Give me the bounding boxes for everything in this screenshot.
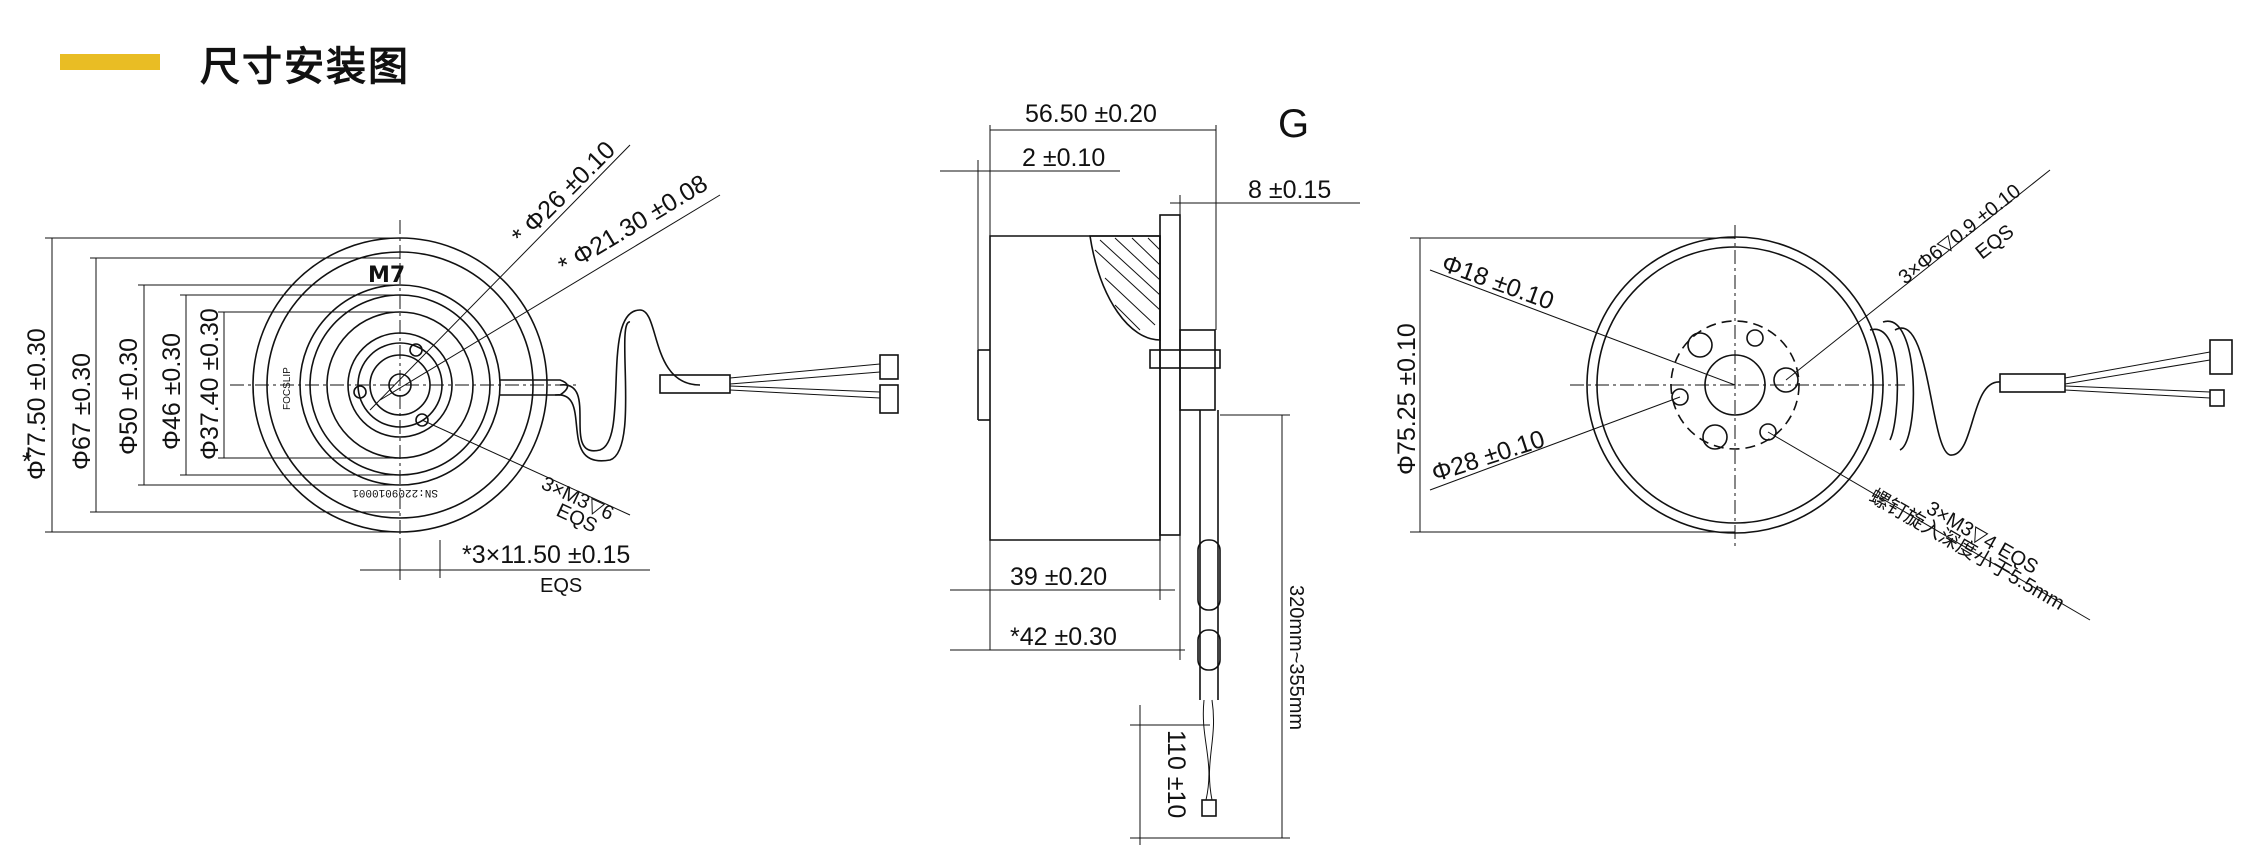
hatching bbox=[1094, 237, 1161, 331]
section-header: 尺寸安装图 bbox=[0, 0, 2260, 130]
screw-hole bbox=[409, 343, 423, 357]
rear-inner-2: Φ28 ±0.10 bbox=[1428, 425, 1548, 488]
brand-print: FOCSLIP bbox=[282, 367, 293, 410]
angle-label: *3×11.50 ±0.15 bbox=[462, 541, 630, 569]
connector bbox=[879, 354, 899, 380]
rear-screw bbox=[1671, 388, 1689, 406]
accent-bar bbox=[60, 54, 160, 70]
page-title: 尺寸安装图 bbox=[200, 44, 410, 90]
strip-length: 110 ±10 bbox=[1162, 730, 1190, 818]
rotor-plate bbox=[1159, 214, 1181, 536]
wires bbox=[729, 363, 881, 399]
cable-length: 320mm~355mm bbox=[1285, 585, 1307, 730]
rear-hole bbox=[1702, 424, 1728, 450]
screw-hole bbox=[415, 413, 429, 427]
front-dim-lines bbox=[45, 237, 400, 533]
rear-screw bbox=[1759, 423, 1777, 441]
motor-body bbox=[989, 235, 1161, 541]
shaft bbox=[1149, 349, 1221, 369]
rear-cable-loop bbox=[1894, 327, 2001, 456]
wire-tip bbox=[1201, 799, 1217, 817]
cable bbox=[554, 321, 631, 462]
screw-hole bbox=[353, 385, 367, 399]
rear-inner-1: Φ18 ±0.10 bbox=[1438, 249, 1558, 315]
wire-ends bbox=[1202, 699, 1215, 801]
angle-eqs: EQS bbox=[540, 575, 582, 597]
rear-connector bbox=[2209, 339, 2233, 375]
rear-connector bbox=[2209, 389, 2225, 407]
dim-d37: Φ37.40 ±0.30 bbox=[196, 308, 224, 460]
dim-boss: 8 ±0.15 bbox=[1248, 176, 1331, 204]
callout-leader bbox=[369, 144, 631, 411]
rear-sleeve bbox=[1999, 373, 2066, 393]
brand-logo: M7 bbox=[368, 263, 405, 288]
dim-total: *42 ±0.30 bbox=[1010, 623, 1117, 651]
callout-leader bbox=[379, 194, 721, 401]
side-view: G 56.50 ±0.20 bbox=[940, 100, 1360, 845]
flange-section bbox=[1089, 235, 1161, 341]
dim-d67: Φ67 ±0.30 bbox=[68, 353, 96, 470]
dim-top: 56.50 ±0.20 bbox=[1025, 100, 1157, 128]
screw-leader bbox=[421, 419, 631, 516]
rear-diameter: Φ75.25 ±0.10 bbox=[1393, 323, 1421, 475]
rear-view: Φ75.25 ±0.10 Φ18 ±0.10 Φ28 ±0.10 3×Φ6▽0.… bbox=[1393, 169, 2233, 621]
cable-clip bbox=[1197, 539, 1221, 611]
rear-cable bbox=[1869, 320, 1915, 451]
dim-body: 39 ±0.20 bbox=[1010, 563, 1107, 591]
dim-flange: 2 ±0.10 bbox=[1022, 144, 1105, 172]
dim-d50: Φ50 ±0.30 bbox=[115, 338, 143, 455]
rear-hole bbox=[1687, 332, 1713, 358]
connector bbox=[879, 384, 899, 414]
rear-screw bbox=[1746, 329, 1764, 347]
rear-wires bbox=[2064, 351, 2211, 399]
dim-d77: Φ77.50 ±0.30 bbox=[23, 328, 51, 480]
boss bbox=[1179, 329, 1216, 411]
cable-clip bbox=[1197, 629, 1221, 671]
cable bbox=[559, 309, 701, 452]
front-view: M7 SN:2209010001 FOCSLIP Φ77.50 ±0.30 Φ6… bbox=[22, 136, 899, 597]
serial-stamp: SN:2209010001 bbox=[352, 486, 438, 498]
rear-hole bbox=[1773, 367, 1799, 393]
rear-screw-note: 螺钉旋入深度小于5.5mm bbox=[1866, 484, 2069, 614]
dim-asterisk: * bbox=[22, 448, 32, 476]
dim-d46: Φ46 ±0.30 bbox=[158, 333, 186, 450]
view-label: G bbox=[1278, 102, 1309, 146]
